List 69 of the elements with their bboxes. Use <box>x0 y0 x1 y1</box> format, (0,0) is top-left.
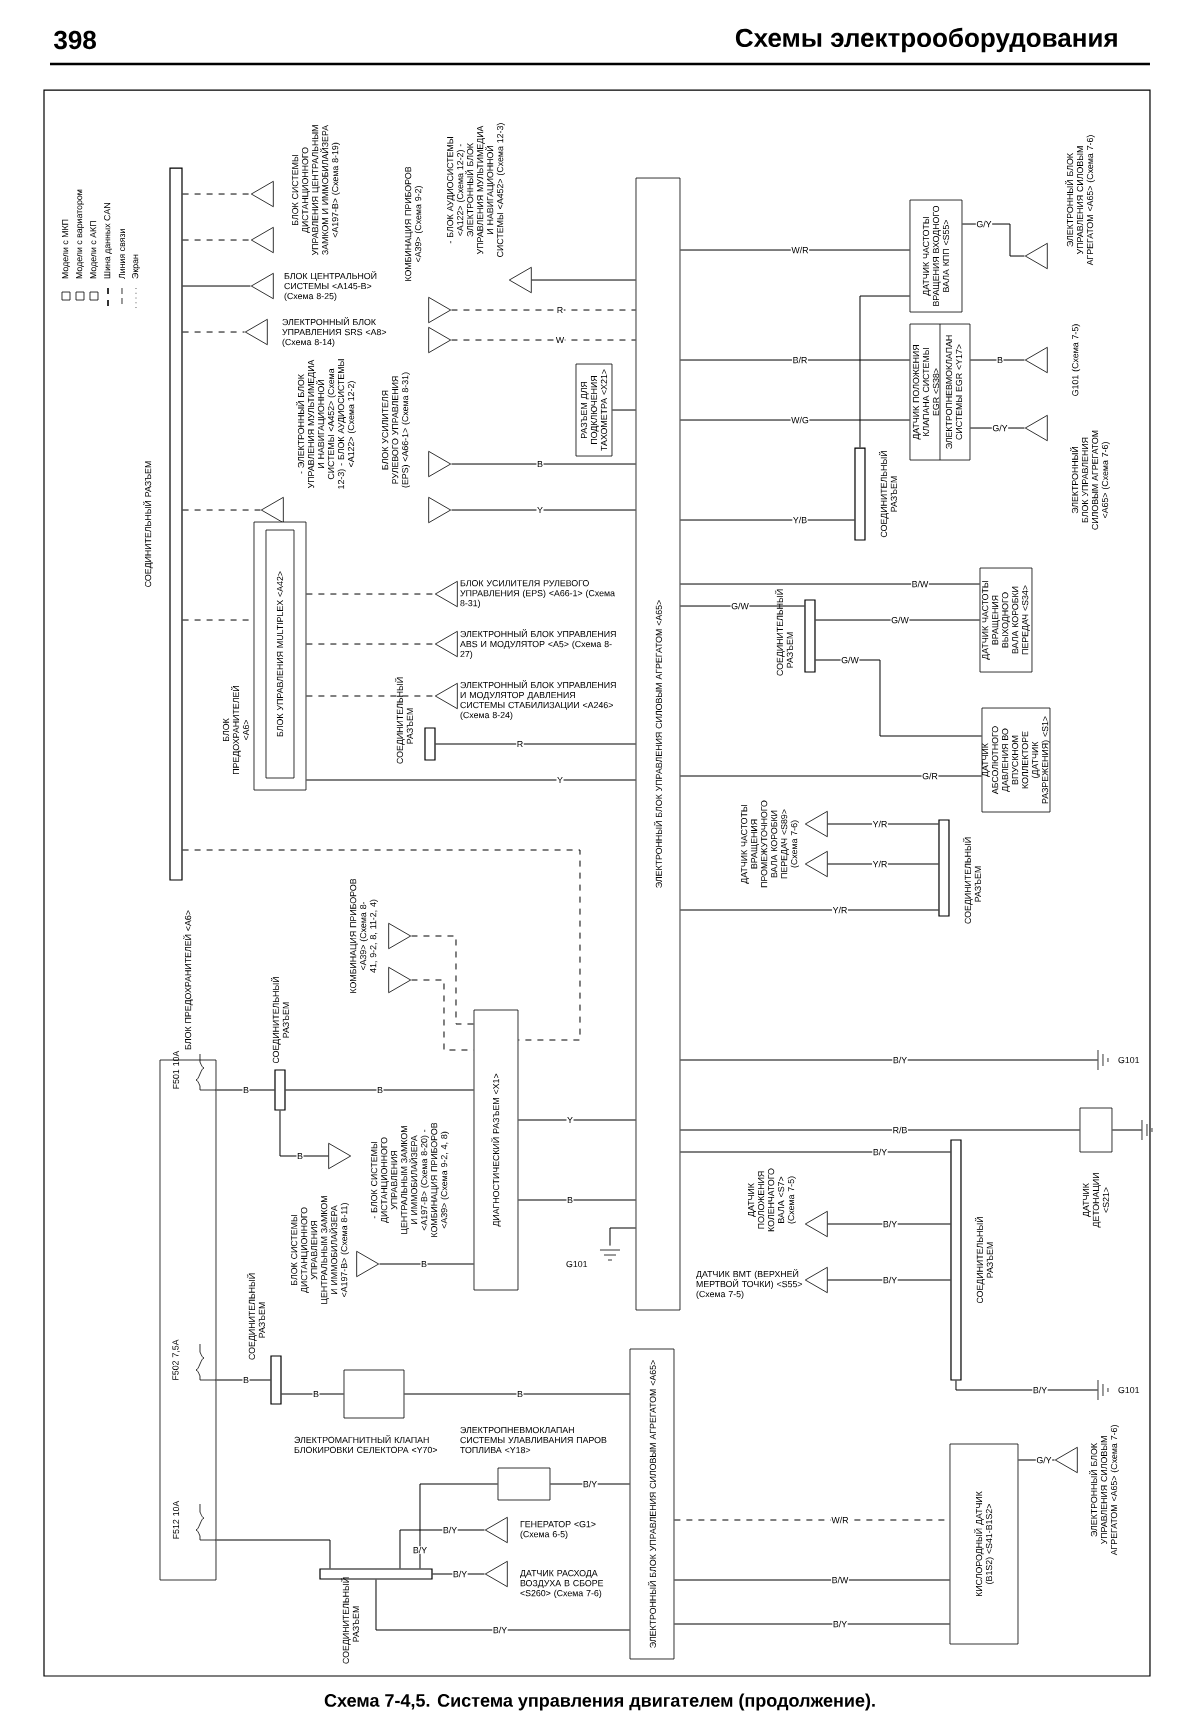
wire <box>281 1393 345 1395</box>
wire <box>375 1579 631 1631</box>
wire <box>517 1199 637 1201</box>
wire <box>827 1279 951 1281</box>
wire <box>305 695 436 697</box>
wire <box>673 1519 951 1521</box>
wire <box>679 1059 1099 1061</box>
page-title: Схемы электрооборудования <box>735 27 1117 53</box>
wire <box>215 1539 331 1569</box>
wire <box>182 193 252 195</box>
wire <box>435 743 637 745</box>
wire <box>399 1529 485 1569</box>
ground-symbol <box>1141 1119 1153 1141</box>
wire <box>450 339 637 341</box>
wire <box>815 619 981 621</box>
wire <box>410 979 475 1051</box>
wire <box>679 1151 951 1153</box>
connector-triangle <box>804 850 828 878</box>
wire <box>611 409 637 411</box>
wire <box>1111 1129 1143 1131</box>
wire <box>679 775 983 777</box>
wire <box>679 419 911 421</box>
wire <box>419 1483 499 1569</box>
wire <box>182 509 262 511</box>
wire <box>450 509 637 511</box>
connector-triangle <box>428 496 452 524</box>
wire <box>517 1119 637 1121</box>
wire <box>673 1623 951 1625</box>
page-number: 398 <box>54 30 96 50</box>
wire <box>827 823 939 825</box>
wire <box>182 849 581 1041</box>
wire <box>859 295 911 448</box>
wire <box>679 1129 1081 1131</box>
wire <box>215 1379 271 1381</box>
wire <box>215 1089 275 1091</box>
wire <box>673 1579 951 1581</box>
wire <box>827 1223 951 1225</box>
connector-triangle <box>428 326 452 354</box>
wire <box>305 779 637 781</box>
wire <box>679 249 911 251</box>
wire <box>679 605 805 607</box>
wire <box>279 1110 329 1157</box>
wire <box>378 1263 475 1265</box>
wire <box>679 583 981 585</box>
wire <box>679 519 855 521</box>
wire <box>679 359 911 361</box>
wire <box>679 909 939 911</box>
wire <box>432 1573 485 1575</box>
wire <box>955 1380 1099 1391</box>
wire <box>182 285 252 287</box>
wire <box>285 1089 475 1091</box>
wire <box>609 1227 637 1247</box>
connector-triangle <box>388 966 412 994</box>
connector-triangle <box>250 226 274 254</box>
wire <box>182 331 246 333</box>
wire <box>450 309 637 311</box>
wire <box>815 659 983 737</box>
wire <box>531 279 637 281</box>
wire <box>410 935 475 1025</box>
wire <box>827 863 939 865</box>
wire <box>969 359 1025 361</box>
wire <box>403 1393 631 1395</box>
wire <box>450 463 637 465</box>
wire <box>549 1483 631 1485</box>
wire <box>305 643 436 645</box>
wire <box>305 593 436 595</box>
figure-caption: Схема 7-4,5. Система управления двигателем (продолжение). <box>324 1693 875 1711</box>
wire <box>182 239 252 241</box>
wire <box>961 223 1025 257</box>
